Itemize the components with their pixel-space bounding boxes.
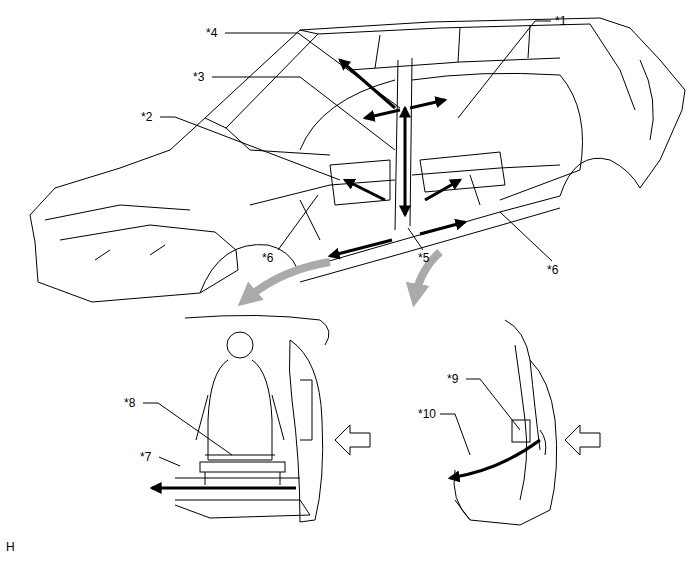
leader-lines [143,21,552,466]
callout-number: *9 [447,372,458,386]
impact-arrow [335,425,370,455]
callout-number: *6 [262,251,273,265]
load-path-arrows [330,60,465,256]
callout-number: *3 [193,70,204,84]
detail-arrows [245,252,440,300]
body-outline [30,18,685,302]
callout-number: *10 [418,407,436,421]
callout-number: *8 [124,396,135,410]
callout-number: *1 [555,14,566,28]
callout-number: H [6,540,15,554]
callout-number: *2 [141,110,152,124]
load-arrow [152,487,296,490]
impact-arrow [565,425,600,455]
pillar-section-inset [454,320,557,525]
callout-number: *4 [206,26,217,40]
seat-section-inset [175,315,329,522]
load-arrow [450,440,540,478]
callout-number: *7 [140,450,151,464]
callout-number: *6 [547,263,558,277]
callout-number: *5 [418,251,429,265]
